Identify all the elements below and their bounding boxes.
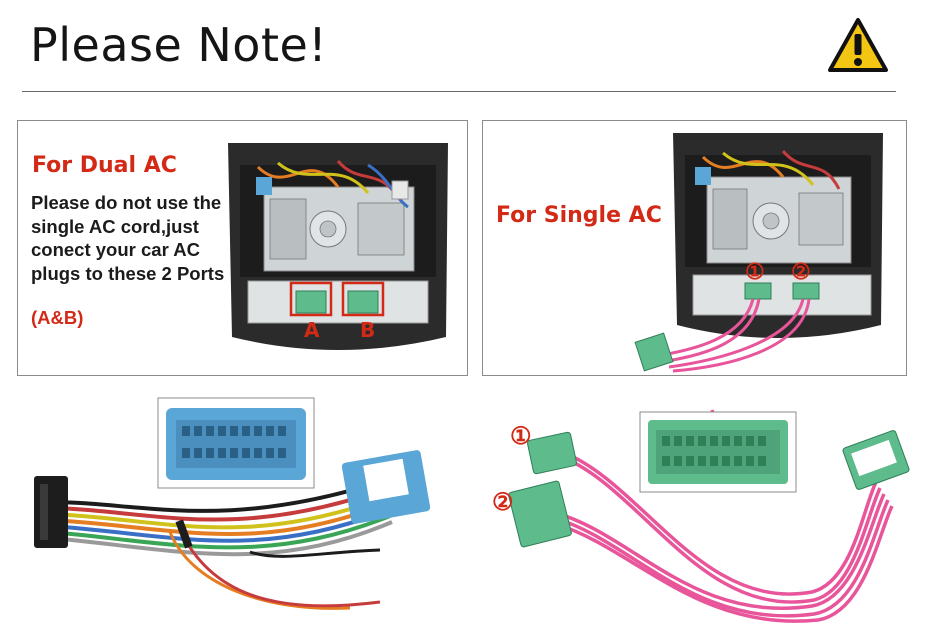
dual-ac-head-unit-photo: A B xyxy=(228,143,448,350)
dual-ac-panel: For Dual AC Please do not use the single… xyxy=(17,120,468,376)
single-ac-head-unit-photo: ① ② xyxy=(634,133,883,373)
header-divider xyxy=(22,91,896,92)
port-a-label: A xyxy=(304,318,320,342)
wiring-harness-photo xyxy=(34,397,431,610)
page-title: Please Note! xyxy=(30,18,328,72)
dual-ac-ports-note: (A&B) xyxy=(31,307,84,328)
adapter-marker-1: ① xyxy=(510,421,532,450)
single-ac-heading: For Single AC xyxy=(496,203,662,228)
dual-ac-instructions: Please do not use the single AC cord,jus… xyxy=(31,192,225,284)
single-ac-panel: For Single AC ① ② xyxy=(482,120,907,376)
dual-ac-heading: For Dual AC xyxy=(32,153,177,178)
adapter-marker-2: ② xyxy=(492,487,514,516)
single-marker-1: ① xyxy=(745,259,765,285)
ac-adapter-cable-photo: ① ② xyxy=(492,409,910,623)
port-b-label: B xyxy=(360,318,375,342)
warning-triangle-icon xyxy=(828,18,888,72)
single-marker-2: ② xyxy=(791,259,811,285)
